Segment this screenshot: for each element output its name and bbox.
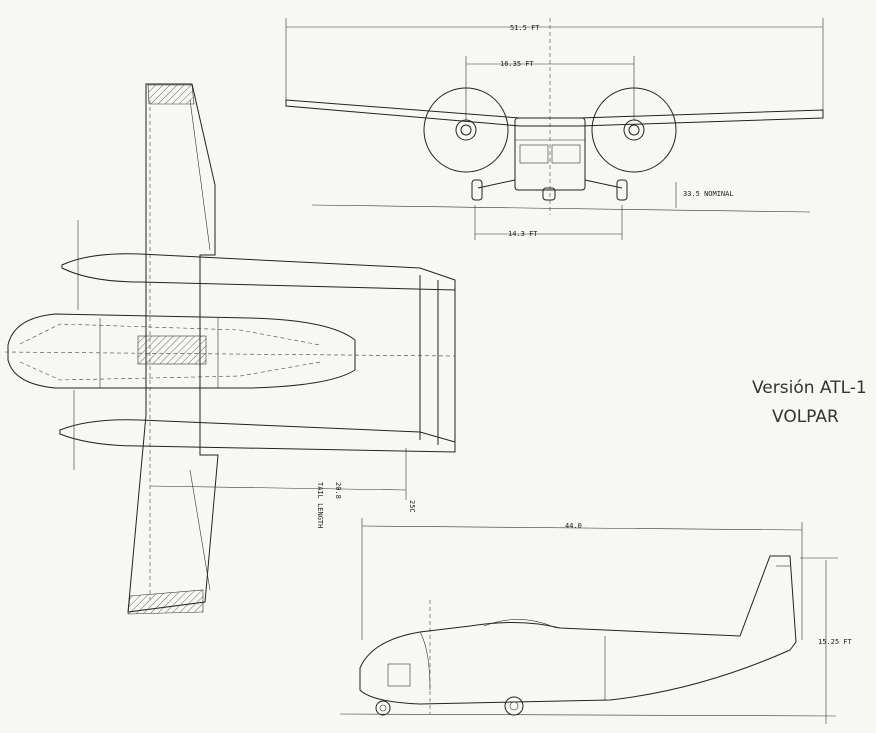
prop-spacing-label: 16.35 FT [500,60,535,68]
span-dimension-label: 51.5 FT [510,24,540,32]
length-dimension-label: 44.0 [565,522,582,530]
drawing-title-line2: VOLPAR [772,407,839,427]
height-dimension-label: 15.25 FT [818,638,853,646]
front-view: 51.5 FT 16.35 FT 33.5 NOMINAL [285,18,824,240]
cargo-hatch-area [137,335,207,365]
drawing-title-line1: Versión ATL-1 [752,378,867,398]
side-view: 44.0 15.25 FT [339,518,853,724]
reference-label: 25C [408,500,416,513]
tail-length-value: 20.8 [334,482,342,499]
wingtip-hatch-top [147,84,195,105]
plan-view: 20.8 TAIL LENGTH 25C [4,83,456,615]
tail-length-label: TAIL LENGTH [316,482,324,528]
wingtip-hatch-bottom [127,589,204,615]
ground-clearance-label: 33.5 NOMINAL [683,190,734,198]
track-dimension-label: 14.3 FT [508,230,538,238]
